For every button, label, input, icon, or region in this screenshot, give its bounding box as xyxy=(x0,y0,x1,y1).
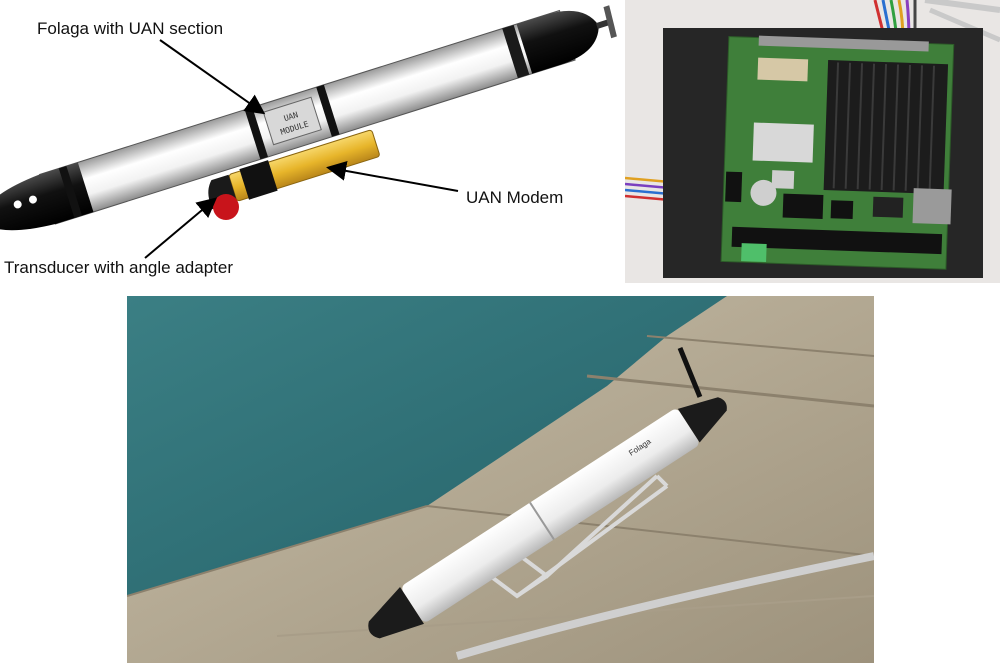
propeller-icon xyxy=(595,5,617,39)
arrow-transducer xyxy=(144,197,218,259)
label-transducer: Transducer with angle adapter xyxy=(4,258,234,277)
antenna xyxy=(677,346,703,398)
label-uan-modem: UAN Modem xyxy=(466,188,564,207)
vehicle-diagram: UAN MODULE xyxy=(0,5,617,259)
uan-band-right xyxy=(316,84,340,137)
coin-battery xyxy=(750,179,777,206)
circuit-board xyxy=(720,35,955,270)
uan-module-text-1: UAN xyxy=(283,110,300,123)
vehicle-photo: Folaga xyxy=(127,296,874,663)
nose-light-icon xyxy=(13,200,22,209)
modem-board-photo xyxy=(625,0,1000,283)
pin-header xyxy=(731,226,943,255)
uan-band-left xyxy=(244,107,268,160)
transducer-icon xyxy=(213,194,239,220)
vehicle-body: UAN MODULE xyxy=(0,5,617,231)
ethernet-port xyxy=(912,188,952,225)
modem-clamp xyxy=(239,160,278,200)
arrow-folaga xyxy=(159,39,266,115)
hose xyxy=(455,552,874,660)
photo-nose xyxy=(368,586,424,639)
arrow-modem xyxy=(326,160,459,192)
uan-module-plate xyxy=(262,96,322,146)
tail-band xyxy=(502,24,530,79)
photo-vehicle: Folaga xyxy=(368,346,727,639)
chip xyxy=(757,57,809,82)
heatsink xyxy=(823,60,949,195)
label-folaga-section: Folaga with UAN section xyxy=(37,19,224,38)
tail-cap xyxy=(516,10,599,74)
photo-tail xyxy=(677,397,727,443)
